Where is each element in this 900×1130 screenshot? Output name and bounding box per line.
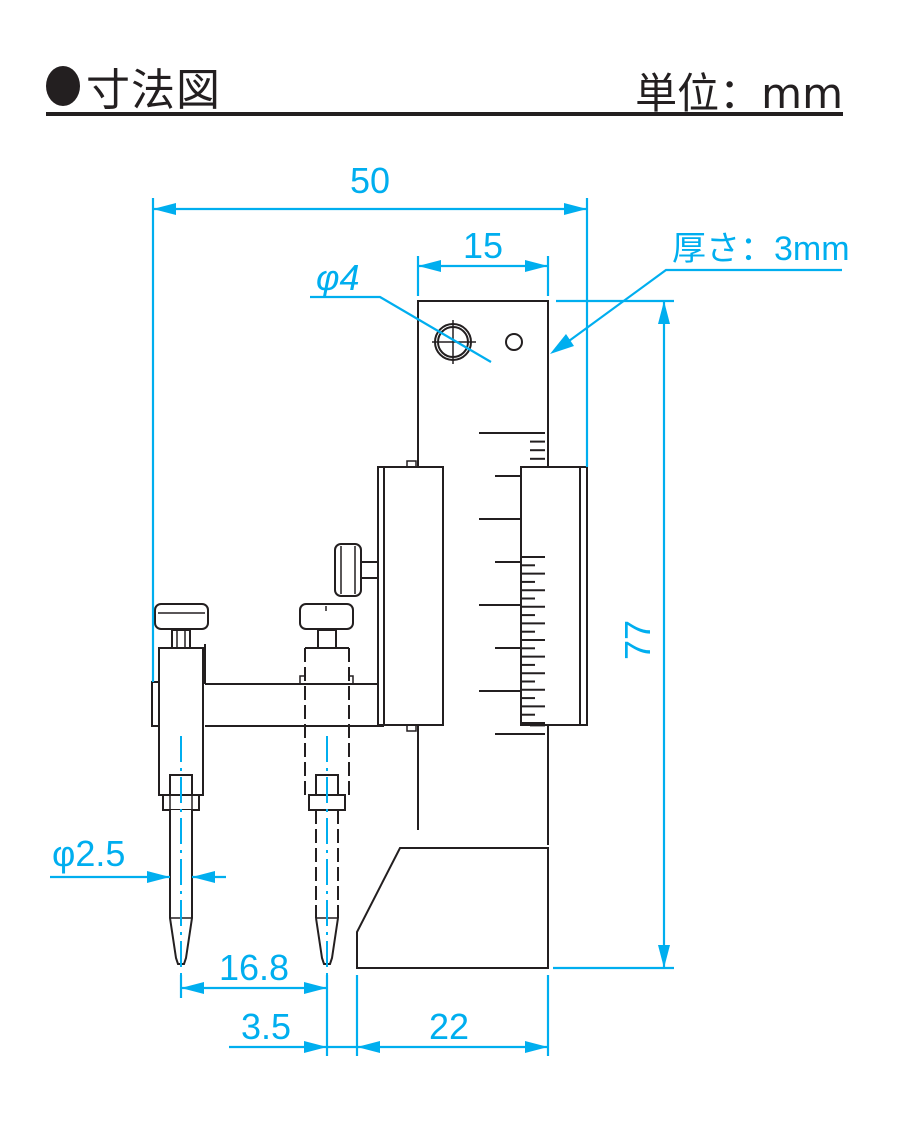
vernier-scale-ticks [521, 556, 545, 724]
housing-clip-top [406, 460, 417, 467]
arrow-icon [550, 334, 574, 354]
leader-line [310, 295, 492, 363]
arrow-right-icon [525, 260, 548, 272]
small-hole [505, 333, 523, 351]
knob-stem-left [171, 629, 191, 649]
dim-label: 3.5 [241, 1006, 291, 1047]
knob-stem-right [317, 629, 337, 649]
holder-clip [348, 675, 354, 684]
pin-knob-left[interactable] [154, 603, 209, 630]
unit-label: 単位：mm [635, 69, 843, 118]
dim-label: 厚さ：3mm [672, 230, 850, 268]
vernier-slider [520, 466, 588, 726]
housing-clip-bottom [406, 725, 417, 732]
arrow-down-icon [658, 945, 670, 968]
dim-overall-width: 50 [151, 160, 589, 682]
dim-label: 16.8 [219, 947, 289, 988]
page-title: 寸法図 [46, 54, 221, 118]
dim-hole-diameter: φ4 [310, 257, 492, 363]
dim-label: φ4 [316, 257, 360, 298]
dim-label: 22 [429, 1006, 469, 1047]
lock-knob-stem [360, 561, 379, 579]
arrow-left-icon [418, 260, 441, 272]
lock-knob[interactable] [334, 543, 362, 597]
dim-label: 15 [463, 225, 503, 266]
arrow-right-icon [147, 871, 170, 883]
arrow-left-icon [153, 203, 176, 215]
housing-body [377, 466, 444, 726]
arrow-right-icon [525, 1041, 548, 1053]
dim-pin-diameter: φ2.5 [50, 833, 226, 883]
dim-label: φ2.5 [52, 833, 125, 874]
base-block [356, 847, 549, 969]
page-title-text: 寸法図 [86, 65, 221, 116]
dim-overall-height: 77 [553, 299, 674, 970]
dim-scale-width: 15 [416, 225, 550, 296]
dim-pin-spacing: 16.8 [179, 947, 329, 1056]
arrow-left-icon [181, 982, 204, 994]
leader-line [557, 268, 842, 350]
dim-thickness: 厚さ：3mm [550, 230, 850, 354]
dim-label: 50 [350, 160, 390, 201]
slider-housing [334, 460, 444, 732]
horizontal-arm [151, 681, 384, 727]
pin-holder-body-left [158, 647, 204, 796]
header: 寸法図 単位：mm [46, 40, 843, 120]
arrow-right-icon [304, 982, 327, 994]
dim-base-width: 22 [355, 975, 550, 1056]
pin-holder-right [299, 603, 354, 965]
holder-clip [299, 675, 305, 684]
arrow-right-icon [564, 203, 587, 215]
arrow-up-icon [658, 301, 670, 324]
dim-label: 77 [617, 620, 658, 660]
dim-pin-offset: 3.5 [229, 1006, 357, 1053]
arrow-left-icon [357, 1041, 380, 1053]
filled-circle-bullet-icon [46, 66, 80, 106]
arrow-left-icon [192, 871, 215, 883]
arm-top-edge [205, 682, 379, 685]
header-divider [46, 112, 843, 116]
arrow-right-icon [304, 1041, 327, 1053]
vernier-body [520, 466, 588, 726]
